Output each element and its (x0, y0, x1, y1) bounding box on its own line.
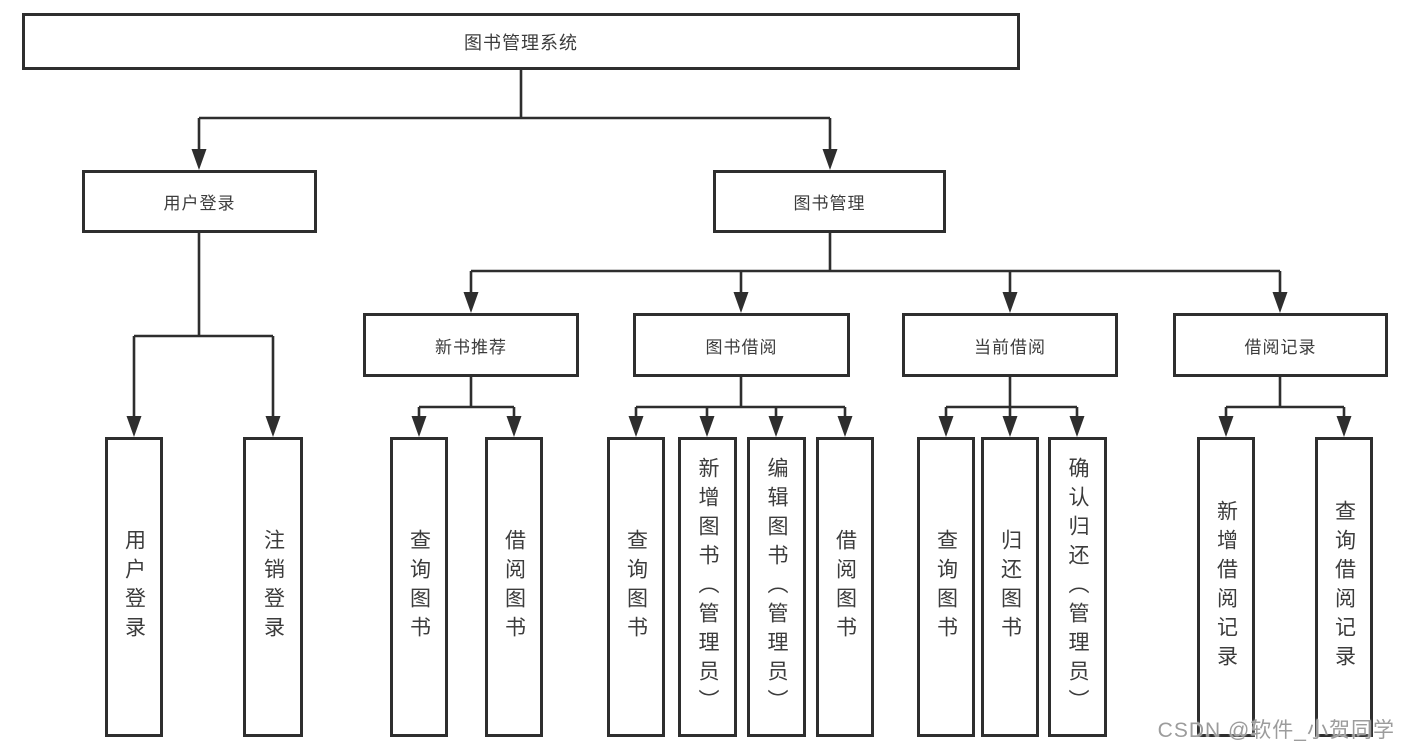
node-label: 确认归还（管理员） (1066, 456, 1089, 718)
node-label: 当前借阅 (974, 337, 1046, 357)
leaf-edit-book-admin: 编辑图书（管理员） (747, 437, 806, 737)
node-label: 借阅图书 (502, 529, 526, 645)
leaf-add-book-admin: 新增图书（管理员） (678, 437, 737, 737)
node-label: 归还图书 (998, 529, 1022, 645)
node-label: 借阅图书 (833, 529, 857, 645)
node-label: 注销登录 (261, 529, 285, 645)
leaf-query-book-recommend: 查询图书 (390, 437, 448, 737)
node-label: 新增图书（管理员） (696, 456, 719, 718)
node-label: 查询图书 (624, 529, 648, 645)
node-label: 用户登录 (163, 194, 236, 213)
csdn-watermark: CSDN @软件_小贺同学 (1157, 719, 1395, 742)
node-label: 图书借阅 (705, 337, 778, 357)
leaf-user-login: 用户登录 (105, 437, 163, 737)
leaf-logout: 注销登录 (243, 437, 303, 737)
node-label: 查询借阅记录 (1332, 500, 1356, 674)
node-label: 用户登录 (122, 529, 146, 645)
node-new-book-recommend: 新书推荐 (363, 313, 579, 377)
leaf-query-book-borrow: 查询图书 (607, 437, 665, 737)
leaf-return-book: 归还图书 (981, 437, 1039, 737)
node-label: 新增借阅记录 (1214, 500, 1238, 674)
node-label: 查询图书 (407, 529, 431, 645)
node-label: 图书管理 (793, 194, 866, 213)
node-book-borrowing: 图书借阅 (633, 313, 850, 377)
leaf-query-borrow-record: 查询借阅记录 (1315, 437, 1373, 737)
node-book-management: 图书管理 (713, 170, 946, 233)
node-borrowing-records: 借阅记录 (1173, 313, 1388, 377)
node-label: 新书推荐 (435, 337, 507, 357)
leaf-borrow-book-recommend: 借阅图书 (485, 437, 543, 737)
node-label: 查询图书 (934, 529, 958, 645)
node-current-borrowing: 当前借阅 (902, 313, 1118, 377)
node-user-login: 用户登录 (82, 170, 317, 233)
node-library-management-system: 图书管理系统 (22, 13, 1020, 70)
leaf-confirm-return-admin: 确认归还（管理员） (1048, 437, 1107, 737)
node-label: 借阅记录 (1244, 337, 1317, 357)
leaf-add-borrow-record: 新增借阅记录 (1197, 437, 1255, 737)
node-label: 编辑图书（管理员） (765, 456, 788, 718)
node-label: 图书管理系统 (464, 32, 578, 53)
leaf-query-book-current: 查询图书 (917, 437, 975, 737)
leaf-borrow-book: 借阅图书 (816, 437, 874, 737)
